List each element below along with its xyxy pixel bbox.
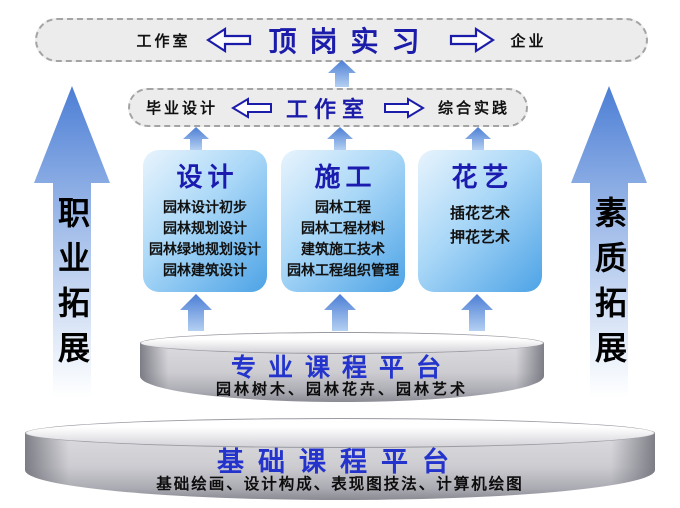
left-outline-arrow-icon <box>231 96 272 119</box>
up-arrow-icon <box>328 60 356 87</box>
module-title: 花艺 <box>451 162 514 192</box>
right-outline-arrow-icon <box>449 26 495 54</box>
module-title: 施工 <box>314 162 377 192</box>
course-item: 园林绿地规划设计 <box>149 241 261 257</box>
module-title: 设计 <box>176 162 239 192</box>
course-item: 园林工程材料 <box>301 220 385 236</box>
platform-title: 基础课程平台 <box>217 447 463 477</box>
up-arrow-icon <box>461 294 493 331</box>
course-item: 园林工程组织管理 <box>287 262 399 278</box>
workshop-banner: 毕业设计 工作室 综合实践 <box>128 88 528 127</box>
left-outline-arrow-icon <box>206 26 252 54</box>
professional-course-platform: 专业课程平台 园林树木、园林花卉、园林艺术 <box>140 332 544 402</box>
course-item: 园林规划设计 <box>163 220 247 236</box>
quality-expansion-arrow-icon <box>571 86 647 398</box>
course-item: 插花艺术 <box>449 205 510 222</box>
workshop-right-label: 综合实践 <box>438 100 511 117</box>
platform-cylinder-top <box>25 418 655 448</box>
quality-expansion-label: 素质拓展 <box>591 196 627 376</box>
internship-right-label: 企业 <box>510 32 547 50</box>
module-card-floral-art: 花艺 插花艺术 押花艺术 <box>418 150 542 292</box>
up-arrow-icon <box>324 294 356 331</box>
course-item: 园林建筑设计 <box>163 262 247 278</box>
career-expansion-label: 职业拓展 <box>54 196 90 376</box>
workshop-left-label: 毕业设计 <box>145 100 218 117</box>
module-card-construction: 施工 园林工程 园林工程材料 建筑施工技术 园林工程组织管理 <box>281 150 405 292</box>
internship-left-label: 工作室 <box>136 32 191 50</box>
career-expansion-arrow-icon <box>34 86 110 398</box>
module-card-design: 设计 园林设计初步 园林规划设计 园林绿地规划设计 园林建筑设计 <box>143 150 267 292</box>
right-outline-arrow-icon <box>384 96 425 119</box>
course-item: 园林设计初步 <box>163 199 247 215</box>
up-arrow-icon <box>465 127 491 150</box>
foundation-course-platform: 基础课程平台 基础绘画、设计构成、表现图技法、计算机绘图 <box>25 418 655 500</box>
course-item: 押花艺术 <box>449 229 510 246</box>
module-course-list: 园林设计初步 园林规划设计 园林绿地规划设计 园林建筑设计 <box>143 197 267 281</box>
module-course-list: 插花艺术 押花艺术 <box>418 202 542 250</box>
platform-title: 专业课程平台 <box>230 354 453 382</box>
platform-subtitle: 园林树木、园林花卉、园林艺术 <box>215 381 468 398</box>
platform-cylinder-top <box>140 332 544 354</box>
module-course-list: 园林工程 园林工程材料 建筑施工技术 园林工程组织管理 <box>281 197 405 281</box>
course-item: 建筑施工技术 <box>301 241 385 257</box>
workshop-title: 工作室 <box>285 96 370 122</box>
course-item: 园林工程 <box>315 199 371 215</box>
up-arrow-icon <box>327 127 353 150</box>
platform-subtitle: 基础绘画、设计构成、表现图技法、计算机绘图 <box>156 476 524 493</box>
internship-banner: 工作室 顶岗实习 企业 <box>35 18 648 62</box>
up-arrow-icon <box>180 294 212 331</box>
internship-title: 顶岗实习 <box>268 26 433 57</box>
up-arrow-icon <box>183 127 209 150</box>
